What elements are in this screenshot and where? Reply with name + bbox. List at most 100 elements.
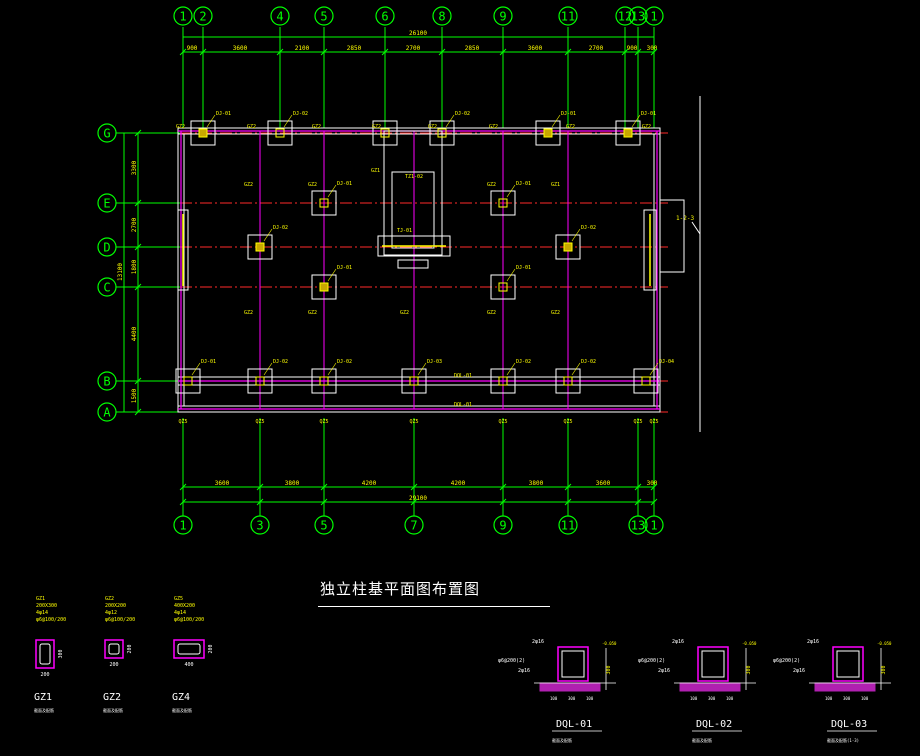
footing-label: DJ-02: [273, 225, 288, 231]
axis-top-11-bubble: [558, 6, 578, 26]
footing-leader: [445, 114, 455, 128]
footing-column: [437, 128, 447, 138]
dim-tick-top: [381, 48, 389, 56]
footing-leader: [649, 362, 659, 376]
column-section-name: GZ4: [172, 692, 190, 703]
footing-leader: [506, 184, 516, 198]
column-section-stirrup: [39, 643, 51, 665]
footing-column: [498, 376, 508, 386]
beam-section-elevation: -0.050: [877, 641, 892, 646]
footing-label: DJ-01: [516, 265, 531, 271]
axis-top-6-label: 6: [381, 10, 388, 24]
column-section-spec: GZ5: [174, 596, 183, 602]
column-section-sub: 截面及配筋: [34, 707, 54, 713]
column-section-sub: 截面及配筋: [172, 707, 192, 713]
beam-section-bottom-bar: 2φ16: [658, 668, 670, 674]
axis-top-1-label: 1: [179, 10, 186, 24]
footing-leader: [631, 114, 641, 128]
footing-column: [409, 376, 419, 386]
column-tag-top: GZ2: [312, 124, 321, 130]
dim-tick-left: [134, 243, 142, 251]
footing-label: DJ-01: [201, 359, 216, 365]
dim-left-total: 13100: [117, 263, 124, 281]
footing-leader: [263, 362, 273, 376]
dim-tick-bottom: [634, 483, 642, 491]
dim-top-9: 300: [647, 45, 658, 52]
column-section-spec: 200X300: [36, 603, 57, 609]
dim-tick-bottom: [499, 498, 507, 506]
footing-label: DJ-01: [641, 111, 656, 117]
beam-section-sub: 截面及配筋(1-3): [827, 737, 859, 743]
dim-bottom-3: 4200: [451, 480, 466, 487]
footing-leader: [327, 184, 337, 198]
beam-section-outline: [697, 646, 729, 682]
axis-left-A-label: A: [103, 406, 111, 420]
beam-section-stirrup: [701, 650, 725, 678]
column-tag-top: GZ2: [489, 124, 498, 130]
dim-tick-top: [276, 48, 284, 56]
axis-top-6-bubble: [375, 6, 395, 26]
dim-top-3: 2850: [347, 45, 362, 52]
footing-column: [623, 128, 633, 138]
column-section-width: 400: [184, 662, 193, 668]
column-section-spec: GZ2: [105, 596, 114, 602]
dim-tick-bottom: [256, 483, 264, 491]
axis-top-12-label: 12: [618, 10, 632, 24]
footing-column: [255, 242, 265, 252]
dim-top-1: 3600: [233, 45, 248, 52]
axis-bottom-5-label: 5: [320, 519, 327, 533]
axis-top-8-bubble: [432, 6, 452, 26]
footing-column: [319, 282, 329, 292]
axis-left-D-label: D: [103, 241, 110, 255]
dim-tick-top: [320, 48, 328, 56]
footing-column: [183, 376, 193, 386]
beam-section-elevation: -0.050: [742, 641, 757, 646]
axis-top-5-label: 5: [320, 10, 327, 24]
dim-bottom-1: 3800: [285, 480, 300, 487]
dim-top-total: 26100: [409, 30, 427, 37]
beam-section-dim-bottom: 100: [586, 696, 594, 701]
dim-tick-left: [134, 377, 142, 385]
footing-label: DJ-02: [581, 225, 596, 231]
column-tag-inner: GZ2: [308, 182, 317, 188]
column-section-width: 200: [40, 672, 49, 678]
dim-tick-bottom: [410, 498, 418, 506]
beam-section-cushion: [814, 682, 876, 692]
dim-left-2: 1800: [131, 259, 138, 274]
dim-top-6: 3600: [528, 45, 543, 52]
column-section-spec: 400X200: [174, 603, 195, 609]
dim-tick-top: [438, 48, 446, 56]
footing-leader: [506, 268, 516, 282]
column-tag-bottom: QZ5: [178, 419, 187, 425]
dim-tick-left: [134, 283, 142, 291]
column-section-stirrup: [177, 643, 201, 655]
footing-column: [255, 376, 265, 386]
stair-core-inner: [391, 171, 435, 249]
beam-section-top-bar: 2φ16: [672, 639, 684, 645]
footing-column: [543, 128, 553, 138]
axis-top-1-label: 1: [650, 10, 657, 24]
column-section-name: GZ1: [34, 692, 52, 703]
footing-label: DJ-02: [273, 359, 288, 365]
dim-tick-bottom: [499, 483, 507, 491]
footing-label: DJ-03: [427, 359, 442, 365]
dim-tick-top: [650, 48, 658, 56]
footing-column: [198, 128, 208, 138]
column-section-outline: [173, 639, 205, 659]
column-tag-top: GZ2: [247, 124, 256, 130]
dim-tick-left: [134, 408, 142, 416]
axis-top-13-label: 13: [631, 10, 645, 24]
footing-label: DJ-02: [581, 359, 596, 365]
column-tag-inner: GZ2: [244, 310, 253, 316]
column-section-width: 200: [109, 662, 118, 668]
column-tag-bottom: QZ5: [255, 419, 264, 425]
beam-section-dim-bottom: 100: [861, 696, 869, 701]
beam-section-outline: [832, 646, 864, 682]
axis-top-12-bubble: [615, 6, 635, 26]
dim-top-5: 2850: [465, 45, 480, 52]
column-section-spec: 4φ14: [174, 610, 186, 616]
footing-leader: [263, 228, 273, 242]
axis-top-2-label: 2: [199, 10, 206, 24]
column-tag-inner: GZ2: [400, 310, 409, 316]
